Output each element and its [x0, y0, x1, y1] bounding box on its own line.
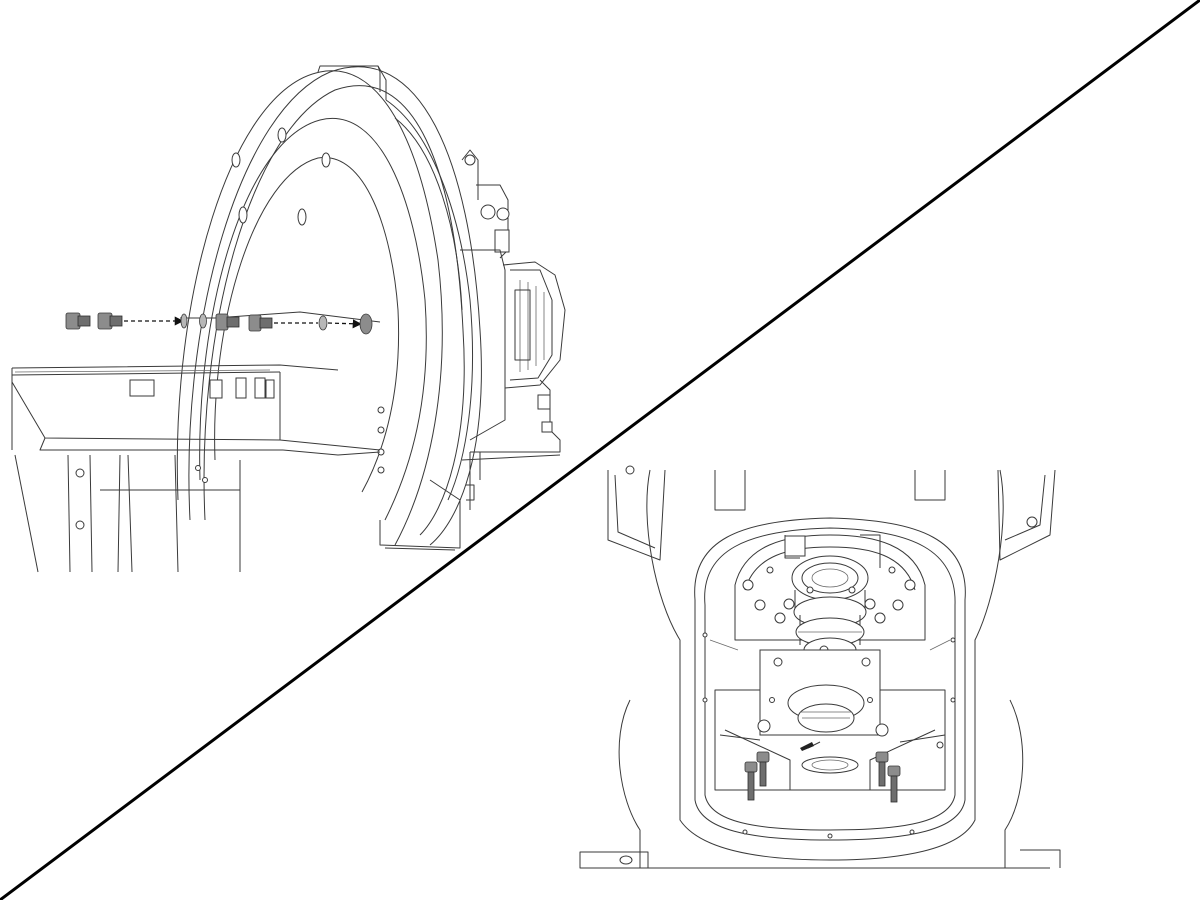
lower-housing: [379, 479, 461, 551]
cap-screw-3: [215, 313, 240, 331]
side-flanges: [607, 465, 1056, 561]
panel-top-left: [11, 65, 566, 573]
fastener-group-top: [65, 312, 373, 335]
flange-housing: [176, 65, 482, 546]
hole-1: [180, 313, 188, 329]
arm-plate: [11, 364, 381, 573]
fastener-group-bottom: [744, 751, 901, 803]
cap-screw-2: [97, 312, 123, 330]
hole-4: [359, 313, 373, 335]
bolt-right-1: [875, 751, 889, 787]
lower-pulley: [757, 649, 889, 774]
bolt-right-2: [887, 765, 901, 803]
bolt-left-2: [756, 751, 770, 787]
bolt-left-1: [744, 761, 758, 801]
gearbox-cavity: [694, 517, 966, 841]
cap-screw-4: [248, 314, 273, 332]
hole-2: [199, 313, 207, 329]
outer-casing: [579, 469, 1061, 869]
ring-bolts: [742, 566, 916, 624]
hole-3: [318, 315, 328, 331]
motor-assembly: [460, 149, 566, 510]
cap-screw-1: [65, 312, 91, 330]
panel-bottom-right: [579, 465, 1061, 869]
casing-holes: [702, 632, 956, 839]
